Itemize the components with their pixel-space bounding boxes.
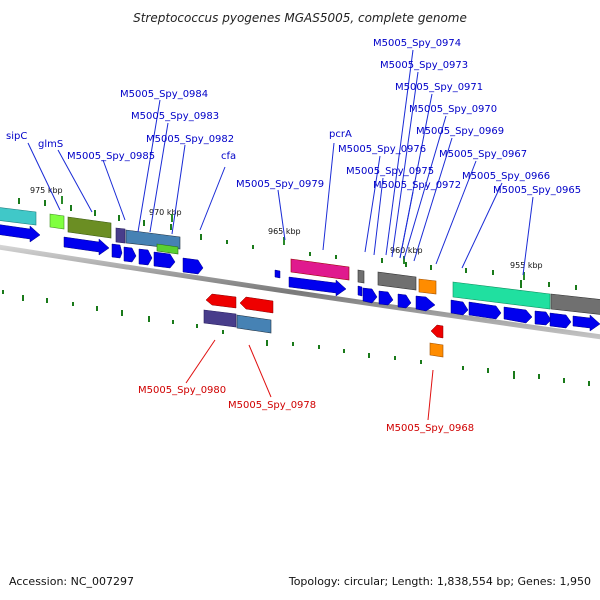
gene-label: M5005_Spy_0979 — [236, 179, 324, 190]
gene-label: M5005_Spy_0985 — [67, 151, 155, 162]
accession-text: Accession: NC_007297 — [9, 575, 134, 588]
gene-label: M5005_Spy_0982 — [146, 134, 234, 145]
gene-label: M5005_Spy_0983 — [131, 111, 219, 122]
gene-label: M5005_Spy_0972 — [373, 180, 461, 191]
gene-label: M5005_Spy_0967 — [439, 149, 527, 160]
gene-label: M5005_Spy_0969 — [416, 126, 504, 137]
gene-label: cfa — [221, 151, 236, 162]
gene-label: M5005_Spy_0966 — [462, 171, 550, 182]
gene-label: M5005_Spy_0968 — [386, 423, 474, 434]
map-title: Streptococcus pyogenes MGAS5005, complet… — [133, 11, 467, 25]
gene-label: M5005_Spy_0974 — [373, 38, 461, 49]
gene-label: M5005_Spy_0965 — [493, 185, 581, 196]
gene-label: M5005_Spy_0971 — [395, 82, 483, 93]
gene-label: M5005_Spy_0978 — [228, 400, 316, 411]
genome-summary-text: Topology: circular; Length: 1,838,554 bp… — [288, 575, 591, 588]
gene-label: M5005_Spy_0975 — [346, 166, 434, 177]
gene-label: M5005_Spy_0970 — [409, 104, 497, 115]
gene-label: M5005_Spy_0976 — [338, 144, 426, 155]
gene-label: sipC — [6, 131, 27, 142]
gene-labels-forward: sipC glmS M5005_Spy_0985 M5005_Spy_0984 … — [6, 38, 581, 196]
gene-labels-reverse: M5005_Spy_0980 M5005_Spy_0978 M5005_Spy_… — [138, 385, 474, 434]
ruler-label: 970 kbp — [149, 208, 182, 217]
genome-backbone — [0, 244, 600, 340]
feature-blocks — [0, 207, 600, 358]
ruler-ticks — [61, 196, 525, 280]
callout-lines — [27, 49, 534, 421]
gene-label: glmS — [38, 139, 63, 150]
ruler-label: 955 kbp — [510, 261, 543, 270]
gene-label: M5005_Spy_0980 — [138, 385, 226, 396]
gc-content-ticks — [2, 198, 590, 386]
gene-label: pcrA — [329, 129, 352, 140]
gene-label: M5005_Spy_0984 — [120, 89, 208, 100]
cds-reverse-strand — [205, 293, 444, 339]
ruler-label: 975 kbp — [30, 186, 63, 195]
gene-label: M5005_Spy_0973 — [380, 60, 468, 71]
cds-forward-strand — [0, 224, 600, 332]
